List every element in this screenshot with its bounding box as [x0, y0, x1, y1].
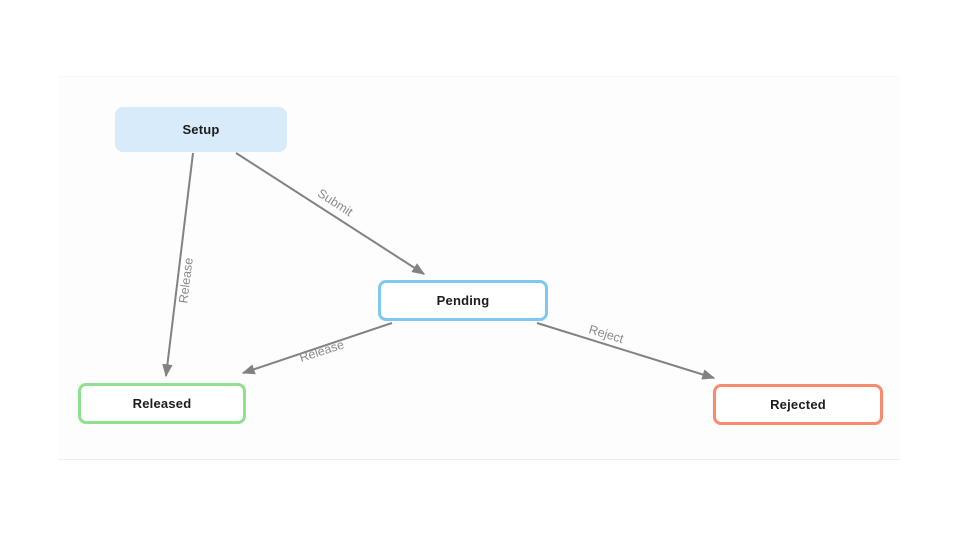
node-rejected-label: Rejected — [770, 397, 826, 412]
node-released[interactable]: Released — [78, 383, 246, 424]
edge-label-release-left: Release — [176, 257, 195, 304]
node-pending-label: Pending — [436, 293, 490, 308]
node-setup-label: Setup — [182, 122, 220, 137]
node-released-label: Released — [132, 396, 192, 411]
node-pending[interactable]: Pending — [378, 280, 548, 321]
edge-setup-released[interactable] — [162, 152, 194, 378]
edge-pending-released[interactable] — [241, 322, 393, 375]
edge-setup-pending[interactable] — [235, 152, 426, 275]
edge-pending-rejected[interactable] — [536, 322, 716, 380]
edge-label-reject: Reject — [587, 322, 625, 346]
node-rejected[interactable]: Rejected — [713, 384, 883, 425]
edge-label-release-bottom: Release — [298, 337, 346, 365]
edge-label-submit: Submit — [315, 186, 356, 219]
node-setup[interactable]: Setup — [115, 107, 287, 152]
